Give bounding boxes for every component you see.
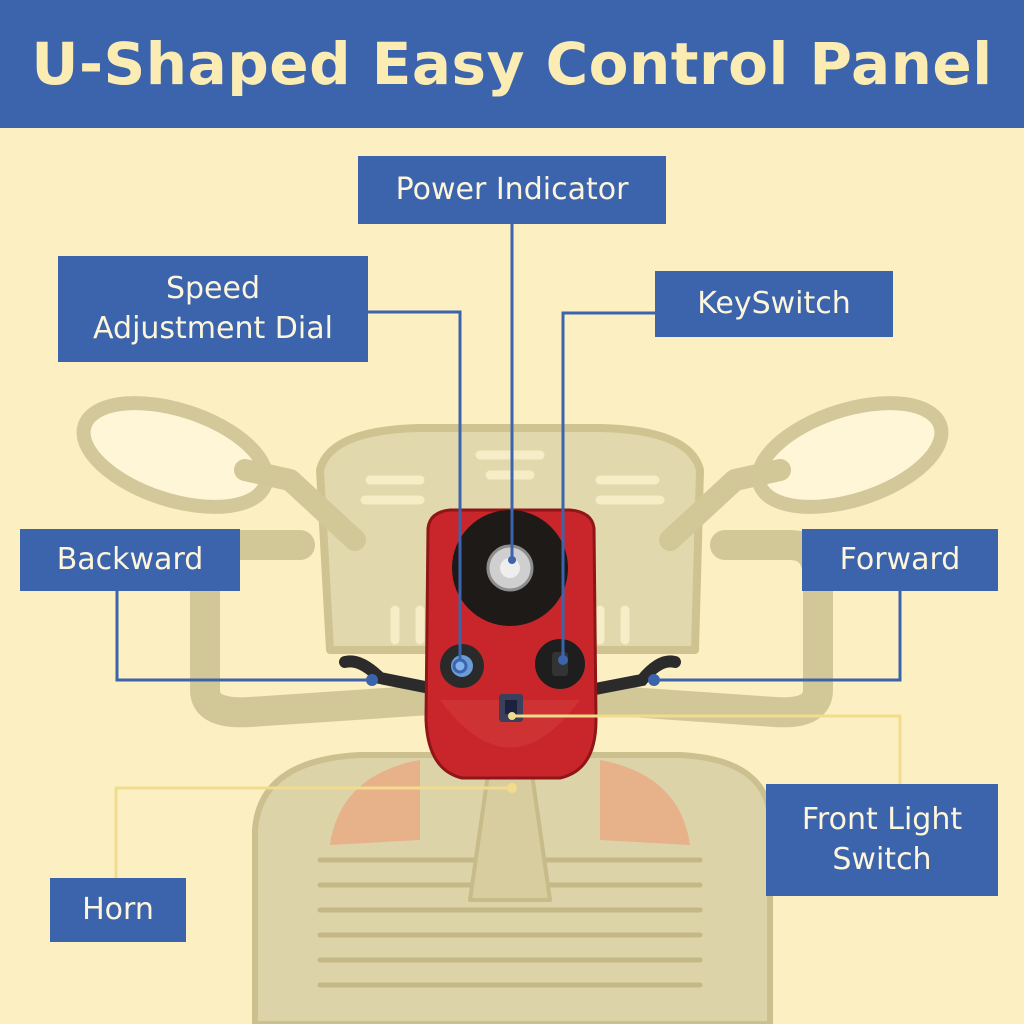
front-left-pad bbox=[330, 760, 420, 845]
handlebar-right bbox=[585, 530, 833, 728]
keyswitch-label: KeySwitch bbox=[655, 271, 893, 337]
forward-leader bbox=[656, 591, 902, 682]
faded-scooter bbox=[76, 396, 949, 1024]
front-right-pad bbox=[600, 760, 690, 845]
front-light-label: Front Light Switch bbox=[766, 784, 998, 896]
mirror-right-arm bbox=[659, 459, 791, 551]
backward-lever bbox=[339, 655, 436, 694]
backward-label: Backward bbox=[20, 529, 240, 591]
forward-lever bbox=[584, 655, 681, 696]
mirror-right bbox=[751, 396, 949, 514]
power-indicator-label: Power Indicator bbox=[358, 156, 666, 224]
keyswitch-text: KeySwitch bbox=[697, 285, 851, 321]
backward-text: Backward bbox=[56, 541, 204, 577]
speed-dial-label: Speed Adjustment Dial bbox=[58, 256, 368, 362]
backward-leader bbox=[115, 591, 370, 682]
horn-text: Horn bbox=[82, 891, 154, 927]
front-light-text-line2: Switch bbox=[832, 842, 932, 877]
title-banner: U-Shaped Easy Control Panel bbox=[0, 0, 1024, 128]
speed-dial-text-line2: Adjustment Dial bbox=[93, 311, 333, 346]
speed-dial-text-line1: Speed bbox=[165, 270, 261, 306]
leader-lines bbox=[114, 224, 902, 878]
keyswitch-leader bbox=[561, 311, 655, 660]
front-light-text-line1: Front Light bbox=[801, 801, 963, 837]
control-panel-icon bbox=[424, 508, 598, 780]
lever-icon bbox=[339, 655, 681, 696]
mirror-left bbox=[76, 396, 274, 514]
power-indicator-text: Power Indicator bbox=[395, 171, 629, 207]
page-title: U-Shaped Easy Control Panel bbox=[31, 30, 993, 98]
front-light-leader bbox=[512, 714, 902, 784]
forward-text: Forward bbox=[839, 541, 961, 577]
horn-label: Horn bbox=[50, 878, 186, 942]
forward-label: Forward bbox=[802, 529, 998, 591]
speed-leader bbox=[368, 310, 462, 666]
basket-slots bbox=[360, 450, 665, 645]
horn-leader bbox=[114, 786, 512, 878]
mirror-left-arm bbox=[234, 459, 366, 551]
